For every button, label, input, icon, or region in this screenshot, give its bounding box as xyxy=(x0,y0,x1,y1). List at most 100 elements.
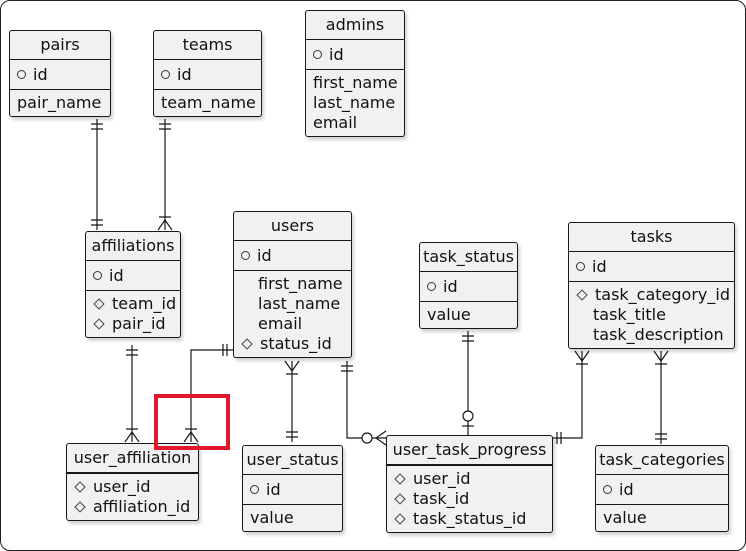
field-list: pair_name xyxy=(10,90,110,116)
card-one-icon xyxy=(91,123,103,130)
entity-field: status_id xyxy=(241,334,351,354)
rel-users-user-affiliation xyxy=(190,349,233,442)
primary-key-row: id xyxy=(243,475,342,505)
field-label: email xyxy=(313,113,358,132)
foreign-key-diamond-icon xyxy=(394,473,406,485)
foreign-key-diamond-icon xyxy=(576,289,588,301)
entity-title: pairs xyxy=(10,31,110,60)
entity-field: task_category_id xyxy=(576,285,734,305)
field-list: value xyxy=(596,505,728,531)
key-circle-icon xyxy=(603,485,612,494)
primary-key-row: id xyxy=(234,241,351,271)
card-one-icon xyxy=(91,219,103,226)
field-label: email xyxy=(258,314,303,333)
entity-field: last_name xyxy=(241,294,351,314)
card-one-icon xyxy=(341,365,353,372)
entity-field: team_name xyxy=(161,93,261,113)
field-label: task_description xyxy=(593,325,724,344)
entity-title: users xyxy=(234,212,351,241)
entity-title: user_task_progress xyxy=(387,436,552,465)
foreign-key-diamond-icon xyxy=(93,318,105,330)
key-circle-icon xyxy=(241,251,250,260)
card-many-icon xyxy=(124,428,140,443)
key-circle-icon xyxy=(250,485,259,494)
card-one-icon xyxy=(556,432,562,444)
primary-key-label: id xyxy=(592,257,607,276)
primary-key-row: id xyxy=(420,272,517,302)
card-many-icon xyxy=(653,350,669,365)
rel-users-user-task-progress xyxy=(346,361,386,439)
entity-field: email xyxy=(241,314,351,334)
primary-key-label: id xyxy=(177,65,192,84)
primary-key-label: id xyxy=(266,480,281,499)
entity-field: first_name xyxy=(313,73,404,93)
entity-field: team_id xyxy=(93,294,180,314)
entity-field: user_id xyxy=(394,469,552,489)
field-label: status_id xyxy=(260,334,332,353)
entity-field: affiliation_id xyxy=(74,497,198,517)
card-many-icon xyxy=(574,350,590,365)
field-label: user_id xyxy=(413,469,471,488)
key-circle-icon xyxy=(427,282,436,291)
key-circle-icon xyxy=(161,70,170,79)
card-many-icon xyxy=(375,430,387,446)
foreign-key-diamond-icon xyxy=(74,481,86,493)
primary-key-row: id xyxy=(306,40,404,70)
field-label: task_id xyxy=(413,489,470,508)
primary-key-row: id xyxy=(569,252,734,282)
card-zero-icon xyxy=(462,410,474,422)
entity-field: task_description xyxy=(576,325,734,345)
entity-title: user_affiliation xyxy=(67,444,198,473)
primary-key-row: id xyxy=(596,475,728,505)
card-one-icon xyxy=(286,431,298,438)
primary-key-label: id xyxy=(329,45,344,64)
card-many-icon xyxy=(183,428,199,443)
field-label: team_name xyxy=(161,93,256,112)
field-label: task_status_id xyxy=(413,509,527,528)
primary-key-label: id xyxy=(443,277,458,296)
entity-field: task_status_id xyxy=(394,509,552,529)
entity-field: value xyxy=(427,305,517,325)
field-label: first_name xyxy=(258,274,343,293)
card-zero-icon xyxy=(361,432,373,444)
highlight-box xyxy=(154,394,230,450)
foreign-key-diamond-icon xyxy=(394,493,406,505)
entity-field: value xyxy=(603,508,728,528)
entity-field: task_title xyxy=(576,305,734,325)
entity-field: last_name xyxy=(313,93,404,113)
card-one-icon xyxy=(222,344,228,356)
entity-field: pair_id xyxy=(93,314,180,334)
foreign-key-diamond-icon xyxy=(394,513,406,525)
entity-title: user_status xyxy=(243,446,342,475)
card-many-icon xyxy=(157,216,173,231)
field-label: value xyxy=(427,305,471,324)
foreign-key-diamond-icon xyxy=(241,338,253,350)
foreign-key-diamond-icon xyxy=(74,501,86,513)
field-label: user_id xyxy=(93,477,151,496)
key-circle-icon xyxy=(313,50,322,59)
field-label: last_name xyxy=(258,294,341,313)
primary-key-label: id xyxy=(619,480,634,499)
key-circle-icon xyxy=(93,271,102,280)
field-label: pair_id xyxy=(112,314,166,333)
field-label: value xyxy=(603,508,647,527)
field-label: last_name xyxy=(313,93,396,112)
entity-field: pair_name xyxy=(17,93,110,113)
